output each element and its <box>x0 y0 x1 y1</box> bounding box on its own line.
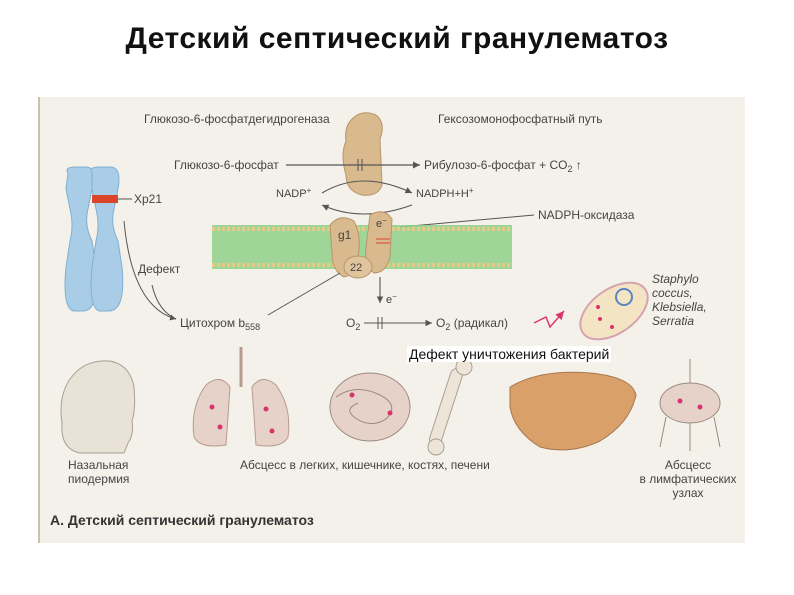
o2-label: O2 <box>346 316 360 332</box>
page-title: Детский септический гранулематоз <box>125 22 669 55</box>
cytochrome-label: Цитохром b558 <box>180 316 260 332</box>
p22-label: 22 <box>350 262 362 274</box>
intestines-illustration <box>329 372 411 442</box>
hmp-label: Гексозомонофосфатный путь <box>438 112 603 126</box>
lymph-line1: Абсцесс <box>665 458 711 472</box>
nadp-label: NADP+ <box>276 186 312 200</box>
head-illustration <box>60 360 136 454</box>
bone-illustration <box>427 358 473 456</box>
nadph-label: NADPH+H+ <box>416 186 474 200</box>
bacteria-line2: coccus, <box>652 286 693 300</box>
g6p-label: Глюкозо-6-фосфат <box>174 158 279 172</box>
electron-bottom-label: e− <box>386 292 397 306</box>
electron-top-label: e− <box>376 216 387 230</box>
chromosome-x <box>64 166 124 312</box>
pyoderma-line1: Назальная <box>68 458 128 472</box>
pyoderma-line2: пиодермия <box>68 472 129 486</box>
bacteria-line4: Serratia <box>652 314 694 328</box>
lymph-line3: узлах <box>672 486 703 500</box>
lymph-node-illustration <box>659 359 721 451</box>
bacteria-line3: Klebsiella, <box>652 300 707 314</box>
p22-subunit <box>343 255 373 279</box>
xp21-label: Xp21 <box>134 192 162 206</box>
oxidase-label: NADPH-оксидаза <box>538 208 635 222</box>
figure-caption: А. Детский септический гранулематоз <box>50 512 314 528</box>
lungs-illustration <box>192 347 290 447</box>
g6pd-label: Глюкозо-6-фосфатдегидрогеназа <box>144 112 330 126</box>
liver-illustration <box>509 371 637 451</box>
radical-label: O2 (радикал) <box>436 316 508 332</box>
g1-label: g1 <box>338 228 352 242</box>
pathway-diagram: Xp21 Глюкозо-6-фосфатдегидрогеназа Гексо… <box>50 112 737 528</box>
bacteria-line1: Staphylo <box>652 272 699 286</box>
defect-overlay-label: Дефект уничтожения бактерий <box>407 346 612 362</box>
g6pd-enzyme <box>342 112 383 196</box>
ribulose-label: Рибулозо-6-фосфат + CO2 ↑ <box>424 158 582 174</box>
xp21-band <box>92 195 118 203</box>
bacterium <box>579 281 649 341</box>
abscess-label: Абсцесс в легких, кишечнике, костях, печ… <box>240 458 490 472</box>
lymph-line2: в лимфатических <box>639 472 736 486</box>
defect-label: Дефект <box>138 262 181 276</box>
diagram-figure: Xp21 Глюкозо-6-фосфатдегидрогеназа Гексо… <box>38 97 745 543</box>
